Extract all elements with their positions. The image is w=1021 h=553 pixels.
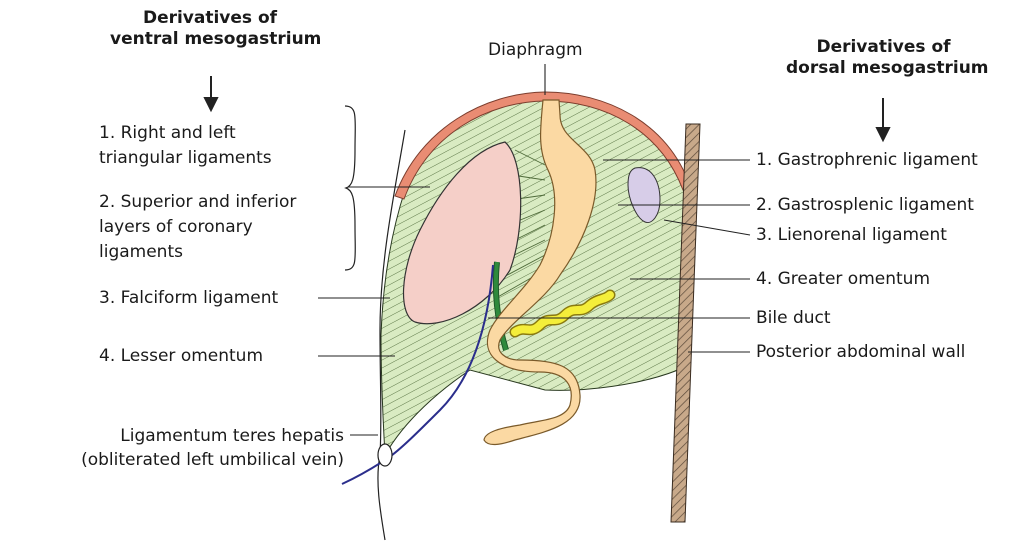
label-l2-line2: layers of coronary [99,217,296,237]
dorsal-heading-line1: Derivatives of [786,37,981,58]
umbilicus [378,444,392,466]
label-l1-line2: triangular ligaments [99,148,272,168]
label-coronary-ligaments: 2. Superior and inferior layers of coron… [99,192,296,262]
label-l2-line1: 2. Superior and inferior [99,192,296,212]
label-gastrosplenic-ligament: 2. Gastrosplenic ligament [756,195,974,215]
left-bracket [345,106,355,270]
label-falciform-ligament: 3. Falciform ligament [99,288,278,308]
ventral-heading-line1: Derivatives of [110,8,310,29]
label-l5-line1: Ligamentum teres hepatis [4,426,344,446]
label-posterior-abdominal-wall: Posterior abdominal wall [756,342,965,362]
label-triangular-ligaments: 1. Right and left triangular ligaments [99,123,272,168]
dorsal-heading: Derivatives of dorsal mesogastrium [786,37,981,79]
ventral-heading: Derivatives of ventral mesogastrium [110,8,310,50]
label-lesser-omentum: 4. Lesser omentum [99,346,263,366]
label-diaphragm: Diaphragm [488,40,583,60]
label-ligamentum-teres: Ligamentum teres hepatis (obliterated le… [4,426,344,470]
label-lienorenal-ligament: 3. Lienorenal ligament [756,225,947,245]
label-bile-duct: Bile duct [756,308,831,328]
label-l1-line1: 1. Right and left [99,123,272,143]
dorsal-heading-line2: dorsal mesogastrium [786,58,981,79]
label-l5-line2: (obliterated left umbilical vein) [4,450,344,470]
label-gastrophrenic-ligament: 1. Gastrophrenic ligament [756,150,978,170]
label-l2-line3: ligaments [99,242,296,262]
ventral-heading-line2: ventral mesogastrium [110,29,310,50]
label-greater-omentum: 4. Greater omentum [756,269,930,289]
